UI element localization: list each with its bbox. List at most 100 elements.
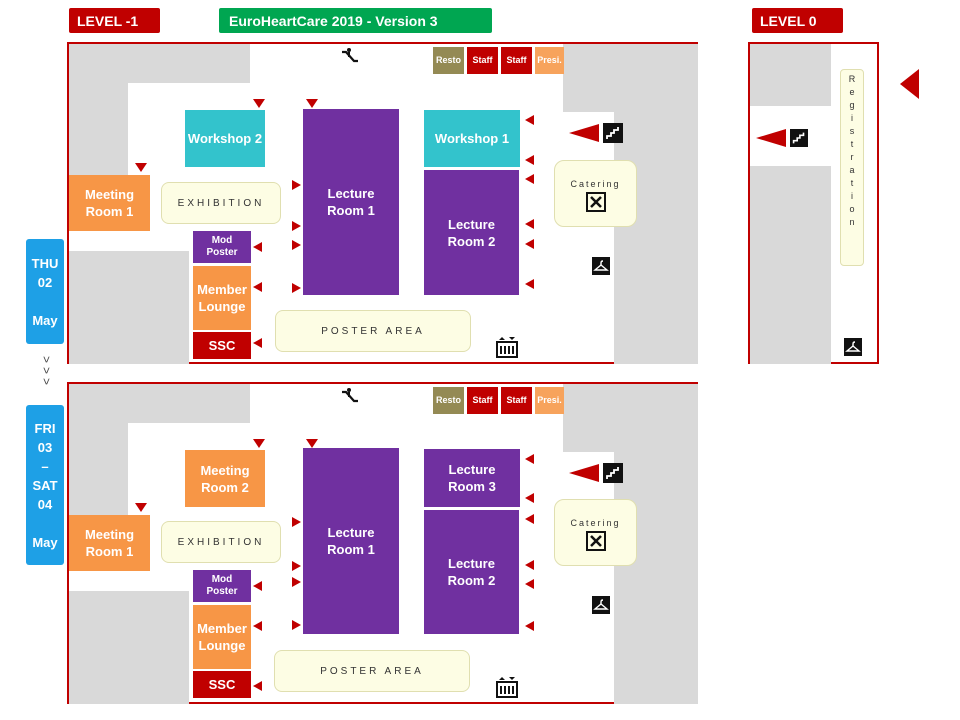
door-arrow bbox=[253, 621, 262, 631]
arrow-to-stairs bbox=[569, 464, 599, 482]
poster-area: POSTER AREA bbox=[275, 310, 471, 352]
staff-room: Staff bbox=[467, 387, 498, 414]
door-arrow bbox=[525, 155, 534, 165]
catering-area: Catering bbox=[554, 160, 637, 227]
door-arrow bbox=[253, 338, 262, 348]
door-arrow bbox=[306, 99, 318, 108]
level-0-label: LEVEL 0 bbox=[752, 8, 843, 33]
elevator-icon bbox=[496, 677, 518, 698]
wall bbox=[69, 44, 250, 83]
door-arrow bbox=[253, 99, 265, 108]
door-arrow bbox=[292, 221, 301, 231]
door-arrow bbox=[292, 620, 301, 630]
door-arrow bbox=[525, 621, 534, 631]
door-arrow bbox=[253, 581, 262, 591]
arrow-to-stairs bbox=[756, 129, 786, 147]
door-arrow bbox=[292, 577, 301, 587]
wall bbox=[69, 251, 189, 364]
workshop-1-room: Workshop 1 bbox=[424, 110, 520, 167]
door-arrow bbox=[135, 503, 147, 512]
wall bbox=[69, 384, 250, 423]
catering-area: Catering bbox=[554, 499, 637, 566]
fork-knife-icon bbox=[585, 192, 606, 212]
arrow-to-stairs bbox=[569, 124, 599, 142]
stairs-icon bbox=[603, 123, 623, 143]
fork-knife-icon bbox=[585, 531, 606, 551]
elevator-icon bbox=[496, 337, 518, 358]
day-separator: > > > bbox=[39, 355, 54, 385]
door-arrow bbox=[525, 115, 534, 125]
wall bbox=[614, 112, 698, 364]
wall bbox=[750, 166, 831, 364]
door-arrow bbox=[525, 454, 534, 464]
staff-room: Staff bbox=[501, 387, 532, 414]
door-arrow bbox=[525, 493, 534, 503]
escalator-icon bbox=[342, 48, 358, 63]
wall bbox=[750, 44, 831, 106]
poster-area: POSTER AREA bbox=[274, 650, 470, 692]
registration-desk: Registration bbox=[840, 69, 864, 266]
door-arrow bbox=[525, 219, 534, 229]
door-arrow bbox=[253, 439, 265, 448]
event-title: EuroHeartCare 2019 - Version 3 bbox=[219, 8, 492, 33]
ssc-room: SSC bbox=[193, 332, 251, 359]
door-arrow bbox=[292, 180, 301, 190]
door-arrow bbox=[525, 579, 534, 589]
staff-room: Staff bbox=[501, 47, 532, 74]
door-arrow bbox=[525, 174, 534, 184]
ssc-room: SSC bbox=[193, 671, 251, 698]
resto-room: Resto bbox=[433, 47, 464, 74]
workshop-2-room: Workshop 2 bbox=[185, 110, 265, 167]
resto-room: Resto bbox=[433, 387, 464, 414]
entrance-arrow bbox=[900, 69, 919, 99]
door-arrow bbox=[253, 282, 262, 292]
hanger-icon bbox=[592, 257, 610, 275]
exhibition-area: EXHIBITION bbox=[161, 521, 281, 563]
hanger-icon bbox=[592, 596, 610, 614]
wall bbox=[614, 452, 698, 704]
door-arrow bbox=[525, 560, 534, 570]
door-arrow bbox=[525, 514, 534, 524]
hanger-icon bbox=[844, 338, 862, 356]
door-arrow bbox=[292, 283, 301, 293]
door-arrow bbox=[292, 240, 301, 250]
level-minus1-label: LEVEL -1 bbox=[69, 8, 160, 33]
door-arrow bbox=[135, 163, 147, 172]
wall bbox=[69, 83, 128, 175]
door-arrow bbox=[253, 681, 262, 691]
staff-room: Staff bbox=[467, 47, 498, 74]
stairs-icon bbox=[603, 463, 623, 483]
presidential-room: Presi. bbox=[535, 47, 564, 74]
wall bbox=[563, 384, 698, 452]
door-arrow bbox=[292, 517, 301, 527]
floor-plan-level-0: Registration bbox=[748, 42, 879, 364]
escalator-icon bbox=[342, 388, 358, 403]
floor-plan-thursday: Resto Staff Staff Presi. Workshop 2 Lect… bbox=[67, 42, 698, 364]
wall bbox=[69, 423, 128, 515]
stairs-icon bbox=[790, 129, 808, 147]
door-arrow bbox=[253, 242, 262, 252]
exhibition-area: EXHIBITION bbox=[161, 182, 281, 224]
door-arrow bbox=[525, 279, 534, 289]
door-arrow bbox=[292, 561, 301, 571]
presidential-room: Presi. bbox=[535, 387, 564, 414]
wall bbox=[69, 591, 189, 704]
door-arrow bbox=[306, 439, 318, 448]
door-arrow bbox=[525, 239, 534, 249]
wall bbox=[563, 44, 698, 112]
